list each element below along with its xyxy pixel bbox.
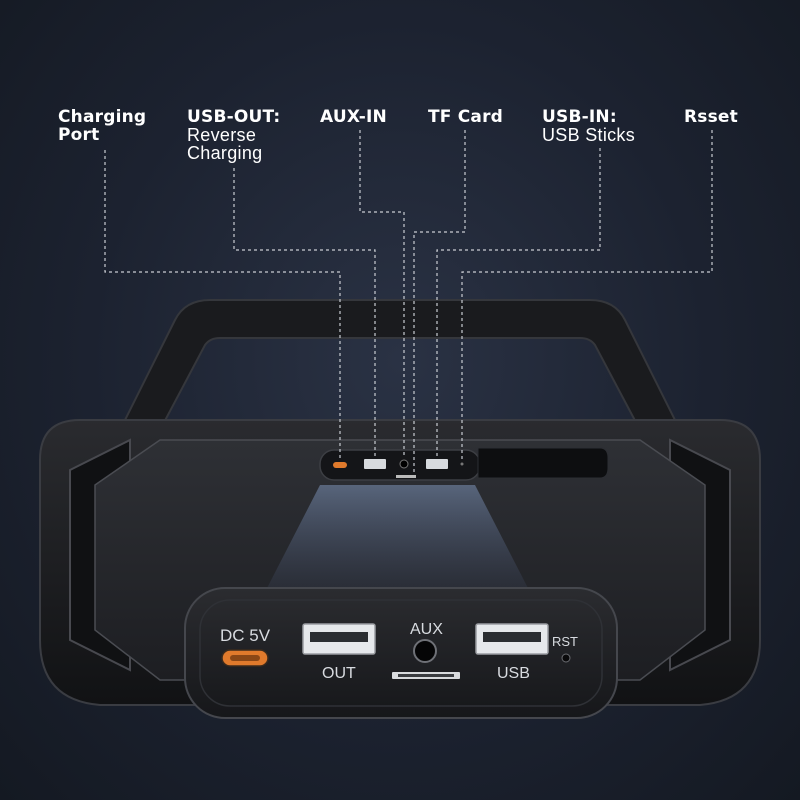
- callout-tf-card: TF Card: [428, 108, 503, 126]
- callout-usb-in-desc: USB Sticks: [542, 125, 636, 145]
- reset-button[interactable]: [561, 653, 571, 663]
- port-panel: [184, 587, 618, 719]
- callout-aux-in: AUX-IN: [320, 108, 387, 126]
- out-label: OUT: [322, 665, 356, 682]
- callout-usb-in-title: USB-IN:: [542, 107, 617, 127]
- callout-charging-port-title-2: Port: [58, 125, 100, 145]
- small-usb-out-port: [364, 459, 386, 469]
- callout-charging-port-title: Charging: [58, 107, 147, 127]
- callout-aux-in-title: AUX-IN: [320, 107, 387, 127]
- aux-label: AUX: [410, 621, 443, 638]
- usb-c-port-inner: [230, 655, 260, 661]
- callout-reset: Rsset: [684, 108, 738, 126]
- small-usb-in-port: [426, 459, 448, 469]
- callout-reset-title: Rsset: [684, 107, 738, 127]
- usb-out-port-tongue: [310, 632, 368, 642]
- small-aux-port: [399, 459, 409, 469]
- callout-tf-card-title: TF Card: [428, 107, 504, 127]
- usb-label: USB: [497, 665, 530, 682]
- callout-usb-out: USB-OUT: Reverse Charging: [187, 108, 280, 162]
- usb-in-port-tongue: [483, 632, 541, 642]
- tf-card-slot-inner: [398, 674, 454, 677]
- rst-label: RST: [552, 634, 578, 649]
- callout-charging-port: Charging Port: [58, 108, 146, 144]
- callout-usb-out-desc: Reverse: [187, 125, 257, 145]
- zoom-beam: [265, 485, 530, 592]
- callout-usb-out-desc-2: Charging: [187, 143, 263, 163]
- port-panel-inner: [199, 599, 603, 707]
- callout-usb-in: USB-IN: USB Sticks: [542, 108, 635, 144]
- small-tf-slot: [396, 475, 416, 478]
- small-usb-c-port: [333, 462, 347, 468]
- callout-lines: [104, 130, 713, 472]
- speaker-handle: [118, 299, 682, 431]
- aux-jack[interactable]: [413, 639, 437, 663]
- small-reset-hole: [460, 462, 464, 466]
- callout-usb-out-title: USB-OUT:: [187, 107, 281, 127]
- dc-label: DC 5V: [220, 626, 271, 645]
- rubber-flap: [477, 447, 609, 479]
